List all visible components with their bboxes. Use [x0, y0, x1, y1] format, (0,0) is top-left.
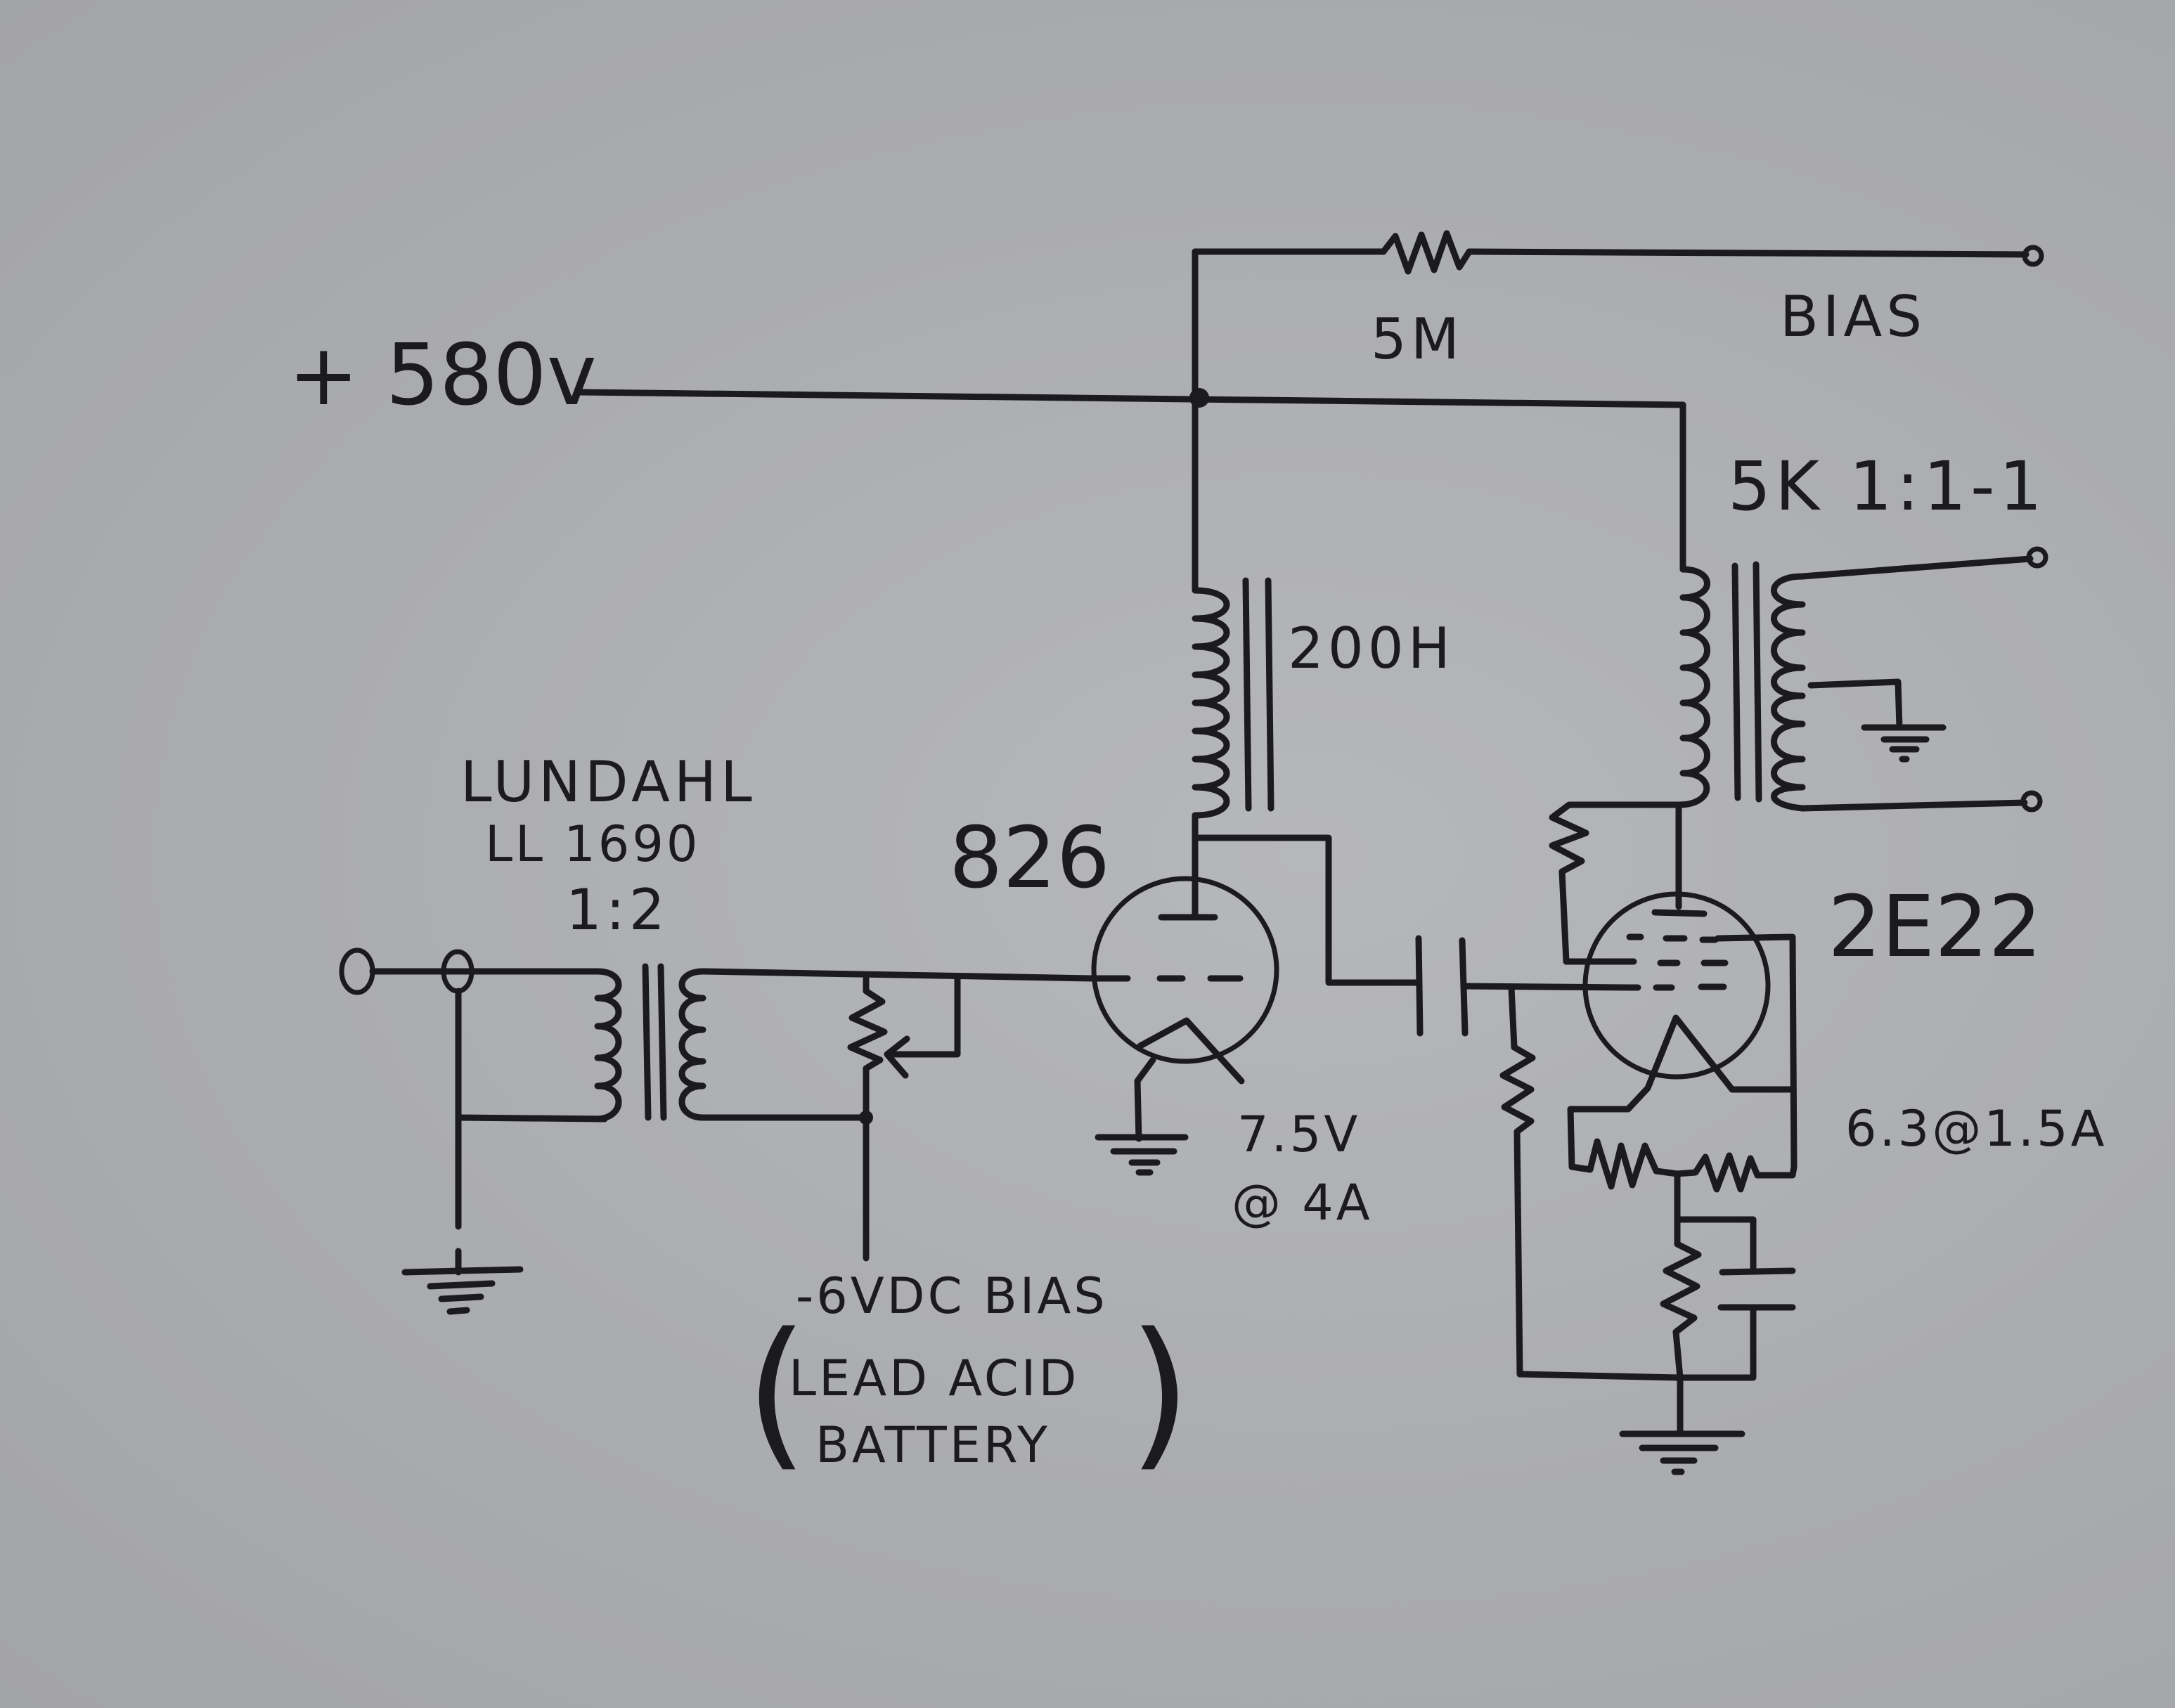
output-tube-2E22 — [1549, 801, 1798, 1170]
transformer-model-label: LL 1690 — [485, 815, 700, 873]
inductor-icon — [594, 968, 622, 1123]
choke-inductor — [1192, 573, 1274, 910]
inductor-icon — [678, 968, 706, 1121]
ground-input — [401, 1266, 524, 1315]
grid-leak-resistor — [1499, 984, 1757, 1381]
output-transformer-label: 5K 1:1-1 — [1728, 447, 2046, 526]
cathode-bias-network — [1660, 1216, 1796, 1434]
inductor-icon — [1771, 573, 1806, 812]
resistor-icon — [1549, 801, 1682, 965]
resistor-icon — [1380, 230, 1473, 275]
input-jack-icon — [339, 947, 375, 995]
output-transformer — [1675, 546, 2048, 813]
resistor-icon — [1674, 1152, 1798, 1193]
inductor-icon — [1192, 573, 1230, 819]
ground-826 — [1095, 1134, 1189, 1176]
open-paren: ( — [745, 1299, 808, 1487]
bias-line — [1192, 230, 2044, 275]
triode-icon — [1091, 876, 1279, 1064]
output-tube-label: 2E22 — [1828, 879, 2042, 976]
ground-output — [1861, 724, 1947, 763]
driver-heater-current: @ 4A — [1232, 1174, 1373, 1231]
transformer-ratio-label: 1:2 — [566, 877, 669, 943]
input-section — [339, 947, 1097, 1276]
driver-tube-label: 826 — [949, 810, 1110, 907]
ground-icon — [1095, 1134, 1189, 1176]
resistor-icon — [1660, 1216, 1702, 1381]
ground-icon — [1619, 1430, 1745, 1475]
ground-icon — [1861, 724, 1947, 763]
choke-label: 200H — [1288, 616, 1454, 681]
close-paren: ) — [1128, 1299, 1192, 1487]
grid-bias-source-line1: LEAD ACID — [789, 1350, 1079, 1407]
resistor-icon — [1568, 1138, 1681, 1190]
ground-icon — [401, 1266, 524, 1315]
bias-resistor-label: 5M — [1371, 306, 1464, 372]
heater-balance-resistors — [1568, 1138, 1798, 1223]
capacitor-icon — [1415, 935, 1469, 1037]
capacitor-icon — [1717, 1267, 1796, 1311]
driver-heater-voltage: 7.5V — [1237, 1106, 1360, 1163]
coupling-capacitor — [1415, 935, 1634, 1037]
transformer-maker-label: LUNDAHL — [460, 749, 756, 815]
output-terminal-icon — [2022, 245, 2044, 267]
inductor-icon — [1675, 566, 1710, 808]
potentiometer-icon — [847, 975, 888, 1262]
resistor-icon — [1499, 984, 1536, 1378]
bias-terminal-label: BIAS — [1780, 284, 1926, 349]
supply-rail — [577, 248, 1686, 580]
output-terminal-icon — [2026, 546, 2048, 569]
ground-2E22 — [1619, 1430, 1745, 1475]
output-terminal-icon — [2020, 790, 2043, 813]
grid-bias-source-line2: BATTERY — [815, 1416, 1050, 1474]
grid-bias-label: -6VDC BIAS — [796, 1267, 1108, 1325]
output-heater-label: 6.3@1.5A — [1845, 1100, 2108, 1158]
supply-voltage-label: + 580v — [288, 327, 597, 425]
driver-tube-826 — [1090, 834, 1422, 1142]
